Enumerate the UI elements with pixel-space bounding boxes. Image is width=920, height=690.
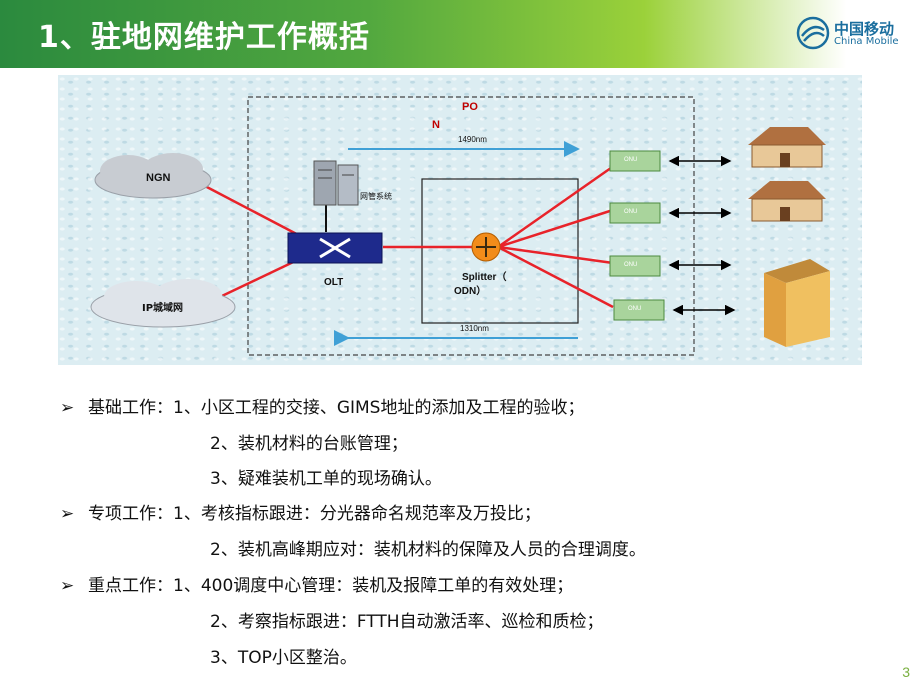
list-item: 2、装机材料的台账管理； bbox=[210, 434, 408, 454]
splitter-icon bbox=[471, 232, 501, 262]
onu-label: ONU bbox=[624, 209, 638, 215]
onu-label: ONU bbox=[624, 262, 638, 268]
upstream-wavelength: 1310nm bbox=[460, 324, 489, 333]
ip-metro-label: IP城域网 bbox=[142, 303, 184, 314]
olt-device-icon bbox=[287, 232, 383, 264]
china-mobile-logo: 中国移动 China Mobile bbox=[796, 16, 906, 56]
bullet-icon: ➢ bbox=[60, 398, 75, 418]
bullet-icon: ➢ bbox=[60, 504, 75, 524]
building-icon bbox=[764, 259, 830, 347]
list-item: 2、装机高峰期应对：装机材料的保障及人员的合理调度。 bbox=[210, 540, 646, 560]
onu-label: ONU bbox=[624, 157, 638, 163]
title-bar: 1、驻地网维护工作概括 中国移动 China Mobile bbox=[0, 0, 920, 68]
onu-device-icons bbox=[609, 150, 665, 321]
downstream-wavelength: 1490nm bbox=[458, 135, 487, 144]
nms-label: 网管系统 bbox=[360, 192, 392, 201]
logo-name-en: China Mobile bbox=[834, 36, 899, 47]
page-number: 3 bbox=[902, 664, 910, 680]
list-item: ➢重点工作：1、400调度中心管理：装机及报障工单的有效处理； bbox=[60, 576, 574, 596]
onu-label: ONU bbox=[628, 306, 642, 312]
olt-label: OLT bbox=[324, 277, 344, 288]
house-icon bbox=[748, 127, 826, 168]
ngn-cloud-icon bbox=[94, 153, 212, 199]
china-mobile-logo-icon bbox=[796, 16, 830, 50]
pon-label-top: PO bbox=[462, 101, 478, 113]
bullet-icon: ➢ bbox=[60, 576, 75, 596]
ip-metro-cloud-icon bbox=[90, 279, 236, 328]
list-item: ➢基础工作：1、小区工程的交接、GIMS地址的添加及工程的验收； bbox=[60, 398, 585, 418]
list-item: ➢专项工作：1、考核指标跟进：分光器命名规范率及万投比； bbox=[60, 504, 541, 524]
ftth-network-diagram: PO N 1490nm 1310nm NGN IP城域网 网管系统 OLT Sp… bbox=[58, 75, 862, 365]
list-item: 3、TOP小区整治。 bbox=[210, 648, 357, 668]
odn-label: ODN） bbox=[454, 286, 487, 297]
odn-box bbox=[421, 178, 579, 324]
ngn-label: NGN bbox=[146, 172, 171, 184]
fiber-links bbox=[202, 161, 619, 309]
logo-name-cn: 中国移动 bbox=[834, 20, 895, 38]
diagram-graphics bbox=[90, 96, 830, 356]
house-icon bbox=[748, 181, 826, 222]
nms-server-icon bbox=[313, 160, 359, 206]
list-item: 2、考察指标跟进：FTTH自动激活率、巡检和质检； bbox=[210, 612, 604, 632]
onu-home-links bbox=[668, 155, 736, 316]
pon-label-bottom: N bbox=[432, 119, 440, 131]
list-item: 3、疑难装机工单的现场确认。 bbox=[210, 469, 442, 489]
slide-title: 1、驻地网维护工作概括 bbox=[38, 20, 370, 55]
splitter-label: Splitter（ bbox=[462, 272, 507, 283]
